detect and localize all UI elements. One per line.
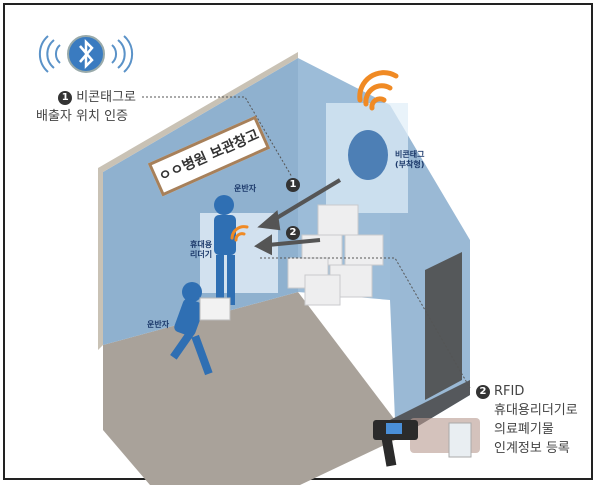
worker-standing — [214, 195, 236, 305]
beacon-callout-line1: 비콘태그로 — [76, 90, 136, 105]
rfid-reader-photo — [373, 418, 480, 467]
label-reader: 휴대용 리더기 — [190, 240, 213, 259]
wifi-signal-icon — [357, 70, 399, 111]
beacon-tag-icon — [348, 130, 388, 180]
signal-arrows — [254, 178, 342, 256]
beacon-callout-line2: 배출자 위치 인증 — [36, 109, 128, 124]
callout-number-1: 1 — [58, 91, 73, 105]
reader-wifi-icon — [230, 225, 249, 242]
label-beacon-tag: 비콘태그 (부착형) — [395, 150, 425, 169]
leader-lines — [142, 96, 471, 389]
bluetooth-icon — [67, 35, 105, 73]
rfid-callout-line4: 인계정보 등록 — [494, 441, 570, 456]
label-carrier-bottom: 운반자 — [147, 320, 170, 329]
callout-number-2: 2 — [476, 385, 490, 399]
label-carrier-top: 운반자 — [234, 184, 257, 193]
marker-2: 2 — [286, 226, 300, 240]
rfid-callout-line1: RFID — [494, 384, 525, 399]
door — [425, 252, 462, 400]
waste-boxes — [287, 204, 384, 306]
rfid-callout-line3: 의료폐기물 — [494, 422, 554, 437]
rfid-callout: 2 RFID 휴대용리더기로 의료폐기물 인계정보 등록 — [476, 382, 578, 458]
marker-1: 1 — [286, 178, 300, 192]
floor — [103, 292, 395, 485]
worker-carrying — [170, 282, 231, 376]
rfid-callout-line2: 휴대용리더기로 — [494, 403, 578, 418]
bluetooth-waves-icon — [38, 35, 134, 73]
